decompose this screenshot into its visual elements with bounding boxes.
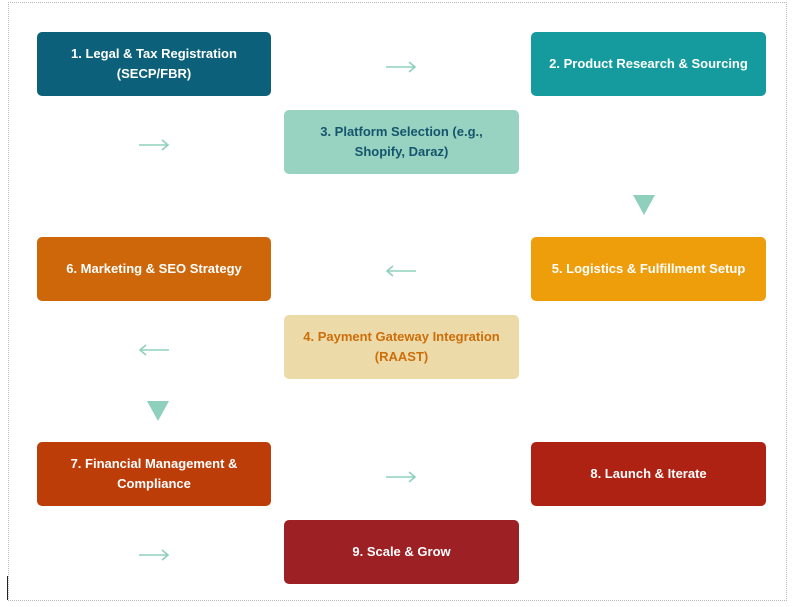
step-6-label: 6. Marketing & SEO Strategy bbox=[66, 261, 242, 276]
step-8-label: 8. Launch & Iterate bbox=[590, 466, 707, 481]
step-9-scale-grow: 9. Scale & Grow bbox=[284, 520, 519, 584]
step-2-product-research: 2. Product Research & Sourcing bbox=[531, 32, 766, 96]
step-3-platform-selection: 3. Platform Selection (e.g., Shopify, Da… bbox=[284, 110, 519, 174]
step-5-logistics-fulfillment: 5. Logistics & Fulfillment Setup bbox=[531, 237, 766, 301]
step-4-label: 4. Payment Gateway Integration (RAAST) bbox=[303, 329, 500, 364]
diagram-frame bbox=[8, 2, 787, 601]
step-3-label: 3. Platform Selection (e.g., Shopify, Da… bbox=[320, 124, 483, 159]
step-9-label: 9. Scale & Grow bbox=[352, 544, 451, 559]
arrow-right-icon bbox=[139, 139, 170, 151]
arrow-left-icon bbox=[138, 344, 169, 356]
arrow-right-icon bbox=[386, 471, 417, 483]
step-5-label: 5. Logistics & Fulfillment Setup bbox=[551, 261, 746, 276]
arrow-right-icon bbox=[139, 549, 170, 561]
step-7-label: 7. Financial Management & Compliance bbox=[70, 456, 238, 491]
step-1-label: 1. Legal & Tax Registration (SECP/FBR) bbox=[71, 46, 237, 81]
triangle-down-icon bbox=[147, 401, 169, 421]
step-1-legal-tax-registration: 1. Legal & Tax Registration (SECP/FBR) bbox=[37, 32, 271, 96]
arrow-right-icon bbox=[386, 61, 417, 73]
triangle-down-icon bbox=[633, 195, 655, 215]
step-8-launch-iterate: 8. Launch & Iterate bbox=[531, 442, 766, 506]
text-cursor bbox=[7, 576, 8, 600]
step-2-label: 2. Product Research & Sourcing bbox=[549, 56, 748, 71]
step-4-payment-gateway: 4. Payment Gateway Integration (RAAST) bbox=[284, 315, 519, 379]
step-6-marketing-seo: 6. Marketing & SEO Strategy bbox=[37, 237, 271, 301]
step-7-financial-management: 7. Financial Management & Compliance bbox=[37, 442, 271, 506]
arrow-left-icon bbox=[385, 265, 416, 277]
